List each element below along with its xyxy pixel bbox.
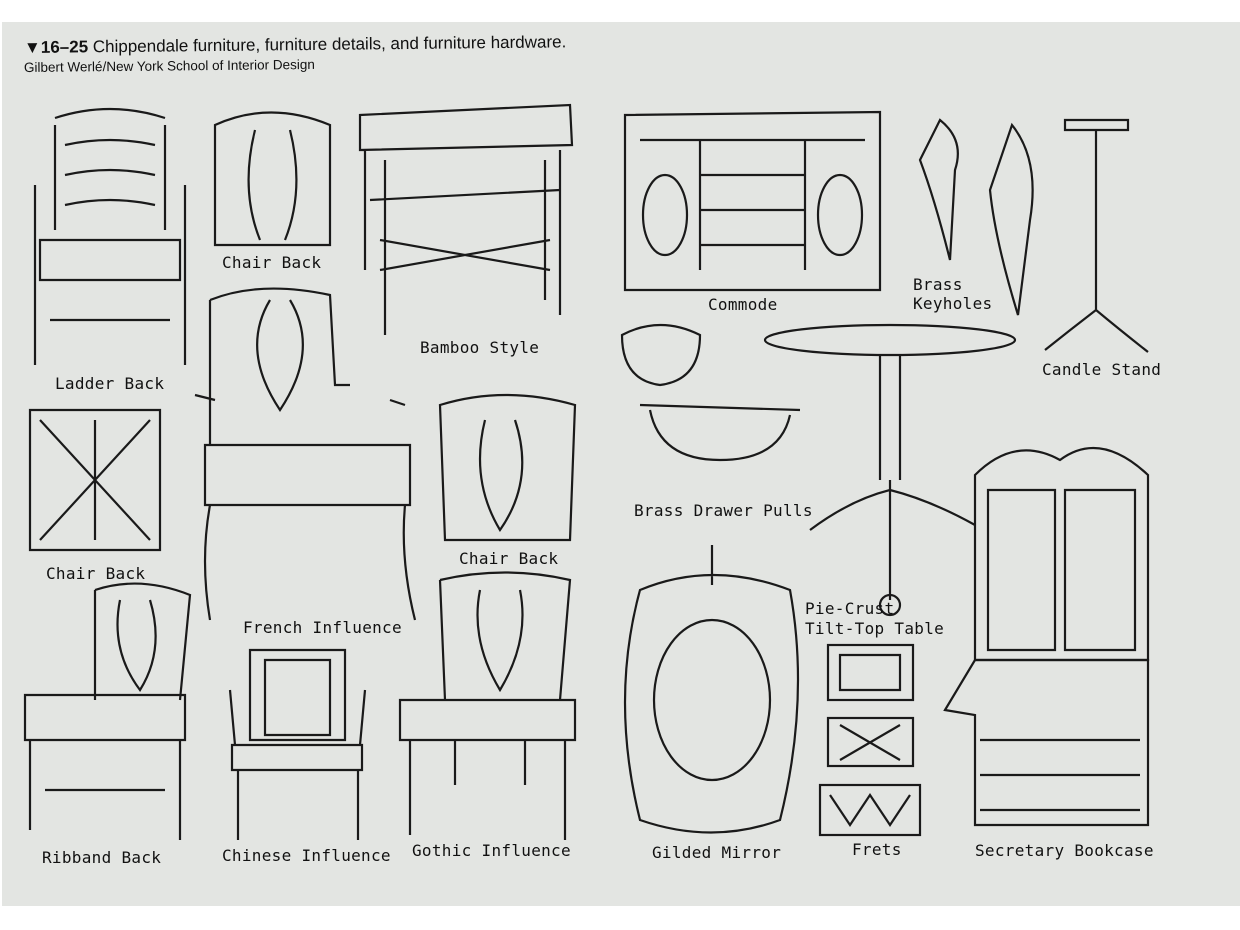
french-influence-chair-drawing xyxy=(194,287,417,621)
figure-credit: Gilbert Werlé/New York School of Interio… xyxy=(23,56,315,75)
bamboo-stool-drawing xyxy=(358,103,574,335)
figure-title: Chippendale furniture, furniture details… xyxy=(92,32,567,57)
chair-back-1-drawing xyxy=(213,111,332,247)
label-candle-stand: Candle Stand xyxy=(1042,360,1162,379)
ladder-back-chair-drawing xyxy=(33,107,187,365)
gilded-mirror-drawing xyxy=(623,545,800,834)
label-chair-back-1: Chair Back xyxy=(222,253,322,272)
label-gothic-influence: Gothic Influence xyxy=(412,841,571,860)
ribband-back-chair-drawing xyxy=(23,582,192,840)
label-chair-back-2: Chair Back xyxy=(46,564,146,583)
chinese-influence-chair-drawing xyxy=(228,648,367,840)
label-bamboo-style: Bamboo Style xyxy=(420,338,540,357)
figure-marker-icon: ▼ xyxy=(23,37,41,57)
label-brass-keyholes-line1: Brass xyxy=(913,275,963,294)
label-ladder-back: Ladder Back xyxy=(55,374,165,393)
brass-keyholes-drawing xyxy=(918,118,1034,316)
label-gilded-mirror: Gilded Mirror xyxy=(652,843,782,862)
candle-stand-drawing xyxy=(1044,118,1149,353)
chair-back-3-drawing xyxy=(438,393,577,542)
label-brass-drawer-pulls: Brass Drawer Pulls xyxy=(634,501,813,520)
brass-drawer-pulls-drawing xyxy=(620,323,801,462)
secretary-bookcase-drawing xyxy=(943,446,1150,827)
label-chinese-influence: Chinese Influence xyxy=(222,846,391,865)
label-french-influence: French Influence xyxy=(243,618,402,637)
figure-number: 16–25 xyxy=(40,37,89,57)
label-pie-crust-line1: Pie-Crust xyxy=(805,599,895,618)
label-pie-crust-line2: Tilt-Top Table xyxy=(805,619,945,638)
label-ribband-back: Ribband Back xyxy=(42,848,162,867)
label-chair-back-3: Chair Back xyxy=(459,549,559,568)
chair-back-2-drawing xyxy=(28,408,162,552)
label-frets: Frets xyxy=(852,840,902,859)
label-brass-keyholes-line2: Keyholes xyxy=(913,294,993,313)
commode-drawing xyxy=(623,110,882,292)
label-commode: Commode xyxy=(708,295,778,314)
gothic-influence-chair-drawing xyxy=(398,571,577,840)
label-secretary-bookcase: Secretary Bookcase xyxy=(975,841,1154,860)
pie-crust-table-drawing xyxy=(763,323,1017,617)
frets-drawing xyxy=(818,643,922,837)
book-page xyxy=(2,22,1240,906)
